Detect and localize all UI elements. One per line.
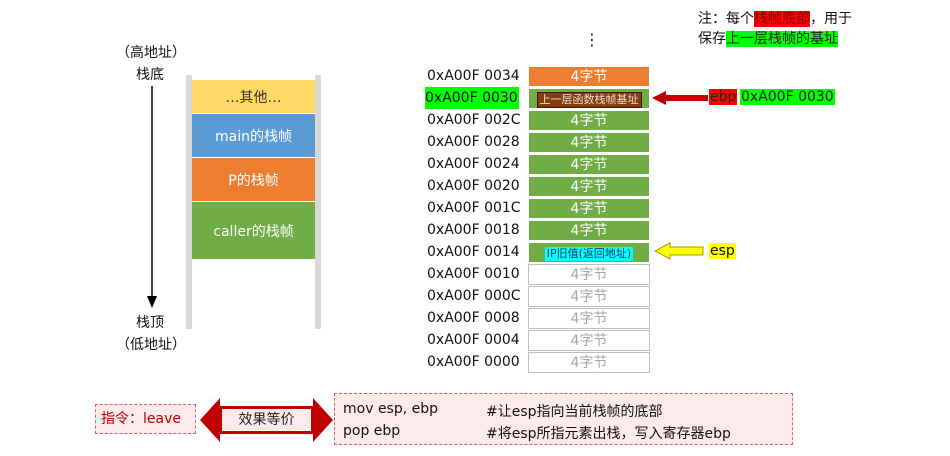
instruction-box: 指令：leave xyxy=(95,404,196,434)
address-label: 0xA00F 0034 xyxy=(427,68,520,84)
memory-cell: 4字节 xyxy=(528,352,650,373)
memory-cell: 4字节 xyxy=(528,110,650,131)
stack-growth-arrow xyxy=(147,86,157,308)
memory-cell: 4字节 xyxy=(528,176,650,197)
note-line1-prefix: 注：每个 xyxy=(698,11,754,27)
note-line1: 注：每个栈帧底部，用于 xyxy=(698,8,852,28)
stack-frame-3: caller的栈帧 xyxy=(192,202,315,259)
esp-arrow xyxy=(654,242,704,260)
stack-bottom-label: 栈底 xyxy=(136,67,164,83)
note-line1-suffix: ，用于 xyxy=(810,11,852,27)
address-label: 0xA00F 0030 xyxy=(425,87,519,109)
instruction-name: leave xyxy=(143,411,181,427)
address-label: 0xA00F 0004 xyxy=(427,332,520,348)
memory-cell-content: 上一层函数栈帧基址 xyxy=(536,92,642,108)
address-label: 0xA00F 0008 xyxy=(427,310,520,326)
stack-wall-right xyxy=(315,75,321,329)
ebp-arrow xyxy=(652,91,708,105)
note-line2-prefix: 保存 xyxy=(698,31,726,47)
memory-cell: 4字节 xyxy=(528,154,650,175)
memory-cell: 4字节 xyxy=(528,220,650,241)
esp-label: esp xyxy=(709,243,736,259)
code-line-2: pop ebp xyxy=(343,423,401,439)
high-address-label: （高地址） xyxy=(116,45,186,61)
address-label: 0xA00F 0010 xyxy=(427,266,520,282)
address-label: 0xA00F 001C xyxy=(427,200,521,216)
memory-cell: 4字节 xyxy=(528,132,650,153)
memory-ellipsis: ⋮ xyxy=(584,30,600,49)
note-line2: 保存上一层栈帧的基址 xyxy=(698,28,838,48)
address-label: 0xA00F 0000 xyxy=(427,354,520,370)
stack-top-label: 栈顶 xyxy=(136,315,164,331)
memory-cell: IP旧值(返回地址) xyxy=(528,242,650,263)
memory-cell: 4字节 xyxy=(528,308,650,329)
stack-frame-0: …其他… xyxy=(192,80,315,113)
memory-cell: 上一层函数栈帧基址 xyxy=(528,88,650,109)
stack-frame-1: main的栈帧 xyxy=(192,114,315,157)
code-line-1: mov esp, ebp xyxy=(343,401,439,417)
address-label: 0xA00F 0028 xyxy=(427,134,520,150)
code-comment-2: #将esp所指元素出栈，写入寄存器ebp xyxy=(486,426,731,442)
note-highlight-base-addr: 上一层栈帧的基址 xyxy=(726,31,838,47)
memory-cell: 4字节 xyxy=(528,286,650,307)
address-label: 0xA00F 0014 xyxy=(427,244,520,260)
note-highlight-frame-bottom: 栈帧底部 xyxy=(754,11,810,27)
address-label: 0xA00F 0020 xyxy=(427,178,520,194)
equivalent-code-box xyxy=(334,393,793,445)
instruction-label: 指令： xyxy=(101,411,143,427)
ebp-value: 0xA00F 0030 xyxy=(740,89,835,105)
address-label: 0xA00F 000C xyxy=(427,288,521,304)
address-label: 0xA00F 0024 xyxy=(427,156,520,172)
ebp-label: ebp xyxy=(709,89,738,105)
equiv-label: 效果等价 xyxy=(222,409,311,431)
address-label: 0xA00F 0018 xyxy=(427,222,520,238)
low-address-label: （低地址） xyxy=(116,337,186,353)
stack-wall-left xyxy=(186,75,192,329)
address-label: 0xA00F 002C xyxy=(427,112,521,128)
memory-cell-content: IP旧值(返回地址) xyxy=(544,247,634,261)
memory-cell: 4字节 xyxy=(528,198,650,219)
memory-cell: 4字节 xyxy=(528,330,650,351)
stack-frame-2: P的栈帧 xyxy=(192,158,315,201)
code-comment-1: #让esp指向当前栈帧的底部 xyxy=(486,404,663,420)
memory-cell: 4字节 xyxy=(528,66,650,87)
memory-cell: 4字节 xyxy=(528,264,650,285)
